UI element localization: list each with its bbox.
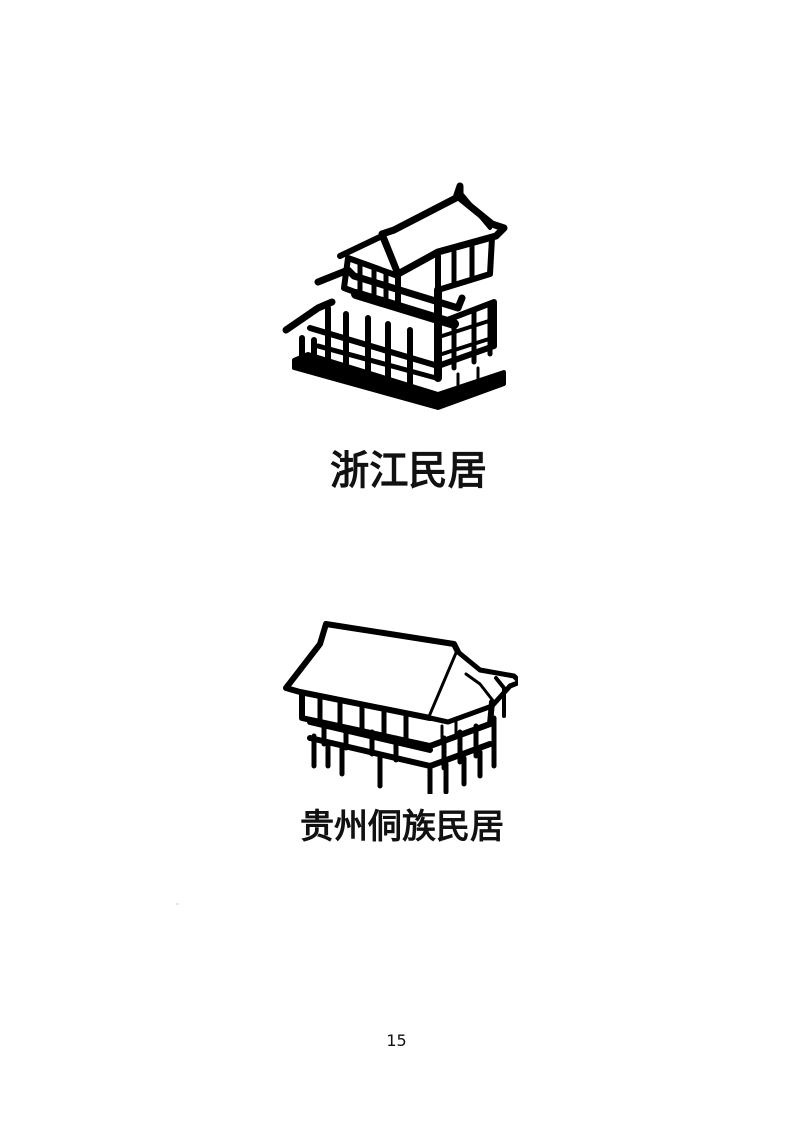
stilt-house-icon (283, 621, 518, 794)
figure-caption-guizhou: 贵州侗族民居 (300, 807, 504, 847)
guizhou-dong-house-illustration (280, 618, 518, 794)
figure-caption-zhejiang: 浙江民居 (330, 447, 487, 494)
scan-artifact (176, 903, 179, 905)
zhejiang-house-illustration (278, 178, 514, 414)
house-icon (282, 182, 508, 410)
page-number: 15 (386, 1031, 407, 1050)
